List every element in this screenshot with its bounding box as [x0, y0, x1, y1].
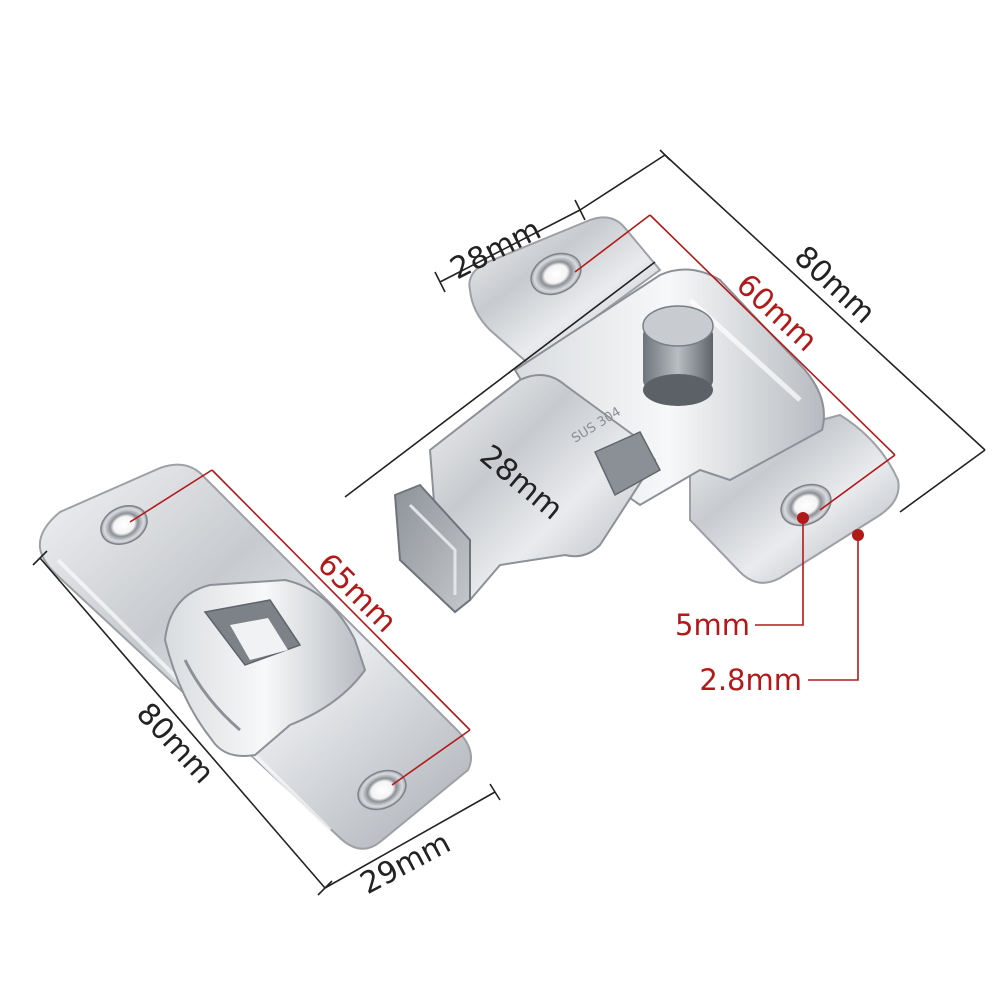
strike-plate — [38, 463, 472, 850]
strike-hole-bottom — [357, 769, 407, 811]
label-hole-diameter: 5mm — [675, 608, 750, 642]
latch-hole-top — [530, 252, 582, 296]
label-thickness: 2.8mm — [699, 663, 802, 697]
dimension-lines — [32, 149, 986, 896]
knob — [642, 305, 714, 406]
latch-body: SUS 304 — [393, 216, 900, 614]
latch-hole-bottom — [780, 483, 832, 527]
strike-hole-top — [100, 505, 148, 545]
